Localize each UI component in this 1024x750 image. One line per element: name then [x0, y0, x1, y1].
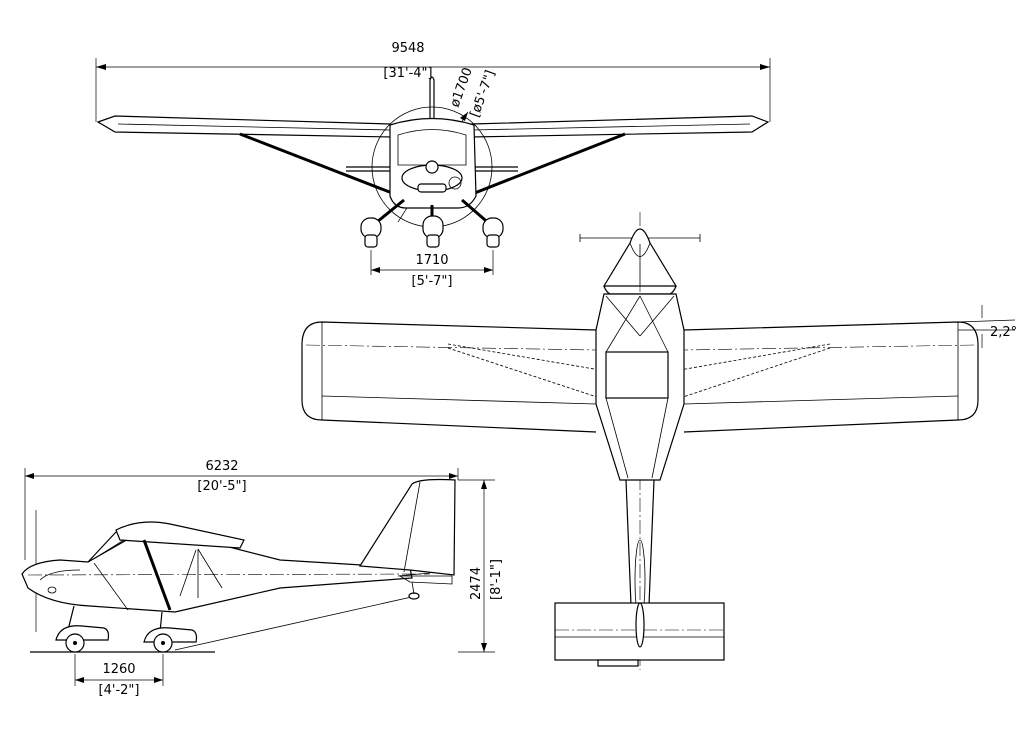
top-view: 2,2°: [301, 212, 1017, 670]
wingspan-value: 9548: [391, 41, 424, 56]
nose-wheel: [422, 215, 444, 248]
track-imperial: [5'-7"]: [412, 274, 453, 289]
left-main-wheel: [360, 217, 382, 248]
side-nose-wheel: [55, 625, 110, 653]
height-imperial: [8'-1"]: [489, 559, 504, 600]
wheelbase-imperial: [4'-2"]: [99, 683, 140, 698]
track-value: 1710: [415, 253, 448, 268]
dihedral-value: 2,2°: [990, 325, 1017, 340]
wheelbase-value: 1260: [102, 662, 135, 677]
length-value: 6232: [205, 459, 238, 474]
side-main-wheel: [143, 627, 198, 653]
side-view: 6232 [20'-5"] 2474 [8'-1"]: [21, 459, 504, 698]
right-main-wheel: [482, 217, 504, 248]
wingspan-imperial: [31'-4"]: [383, 66, 432, 81]
height-value: 2474: [469, 567, 484, 600]
length-imperial: [20'-5"]: [197, 479, 246, 494]
front-view: 9548 [31'-4"] ø1700 [ø5'-7"]: [95, 41, 771, 289]
